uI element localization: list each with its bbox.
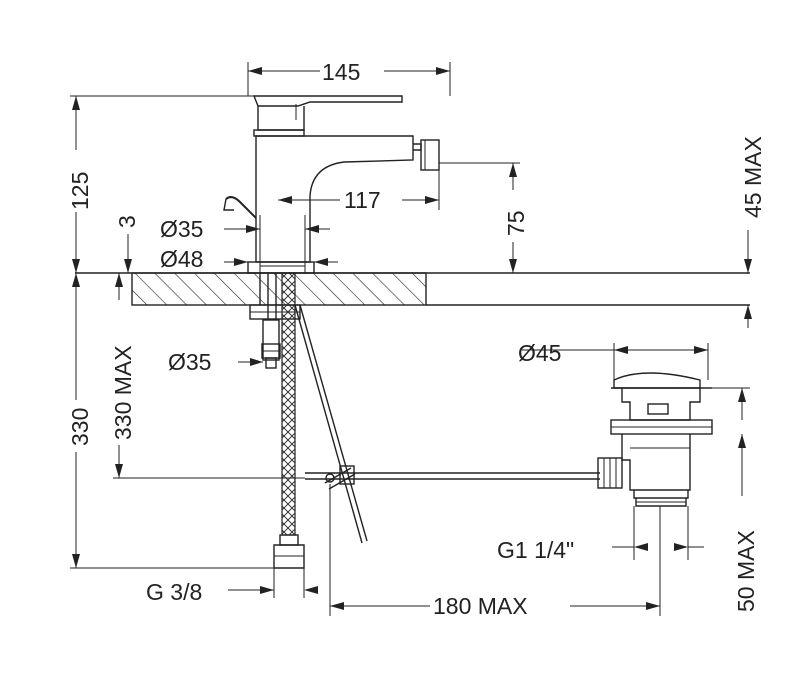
dim-45-max: 45 MAX: [740, 136, 766, 218]
dim-dia48: Ø48: [160, 246, 203, 272]
dimension-labels: 145 125 117 75 45 MAX 3 Ø35 Ø48 Ø35 330 …: [67, 59, 766, 619]
dim-180-max: 180 MAX: [433, 593, 528, 619]
dim-g3-8: G 3/8: [146, 579, 202, 605]
dim-117: 117: [344, 187, 381, 213]
countertop: [75, 272, 750, 306]
dim-125: 125: [67, 172, 93, 210]
dim-75: 75: [503, 210, 529, 236]
dim-145: 145: [322, 59, 360, 85]
dim-dia35-bottom: Ø35: [168, 349, 211, 375]
dim-50-max: 50 MAX: [733, 530, 759, 612]
dimension-lines: [70, 62, 752, 616]
dim-dia45: Ø45: [518, 340, 561, 366]
dim-3: 3: [114, 215, 140, 228]
dim-330-max: 330 MAX: [110, 345, 136, 440]
popup-waste: [597, 372, 713, 507]
dim-g1-1-4: G1 1/4": [497, 537, 574, 563]
popup-linkage: [294, 304, 600, 544]
dim-dia35-top: Ø35: [160, 216, 203, 242]
dim-330: 330: [67, 408, 93, 446]
faucet-body: [223, 95, 440, 274]
